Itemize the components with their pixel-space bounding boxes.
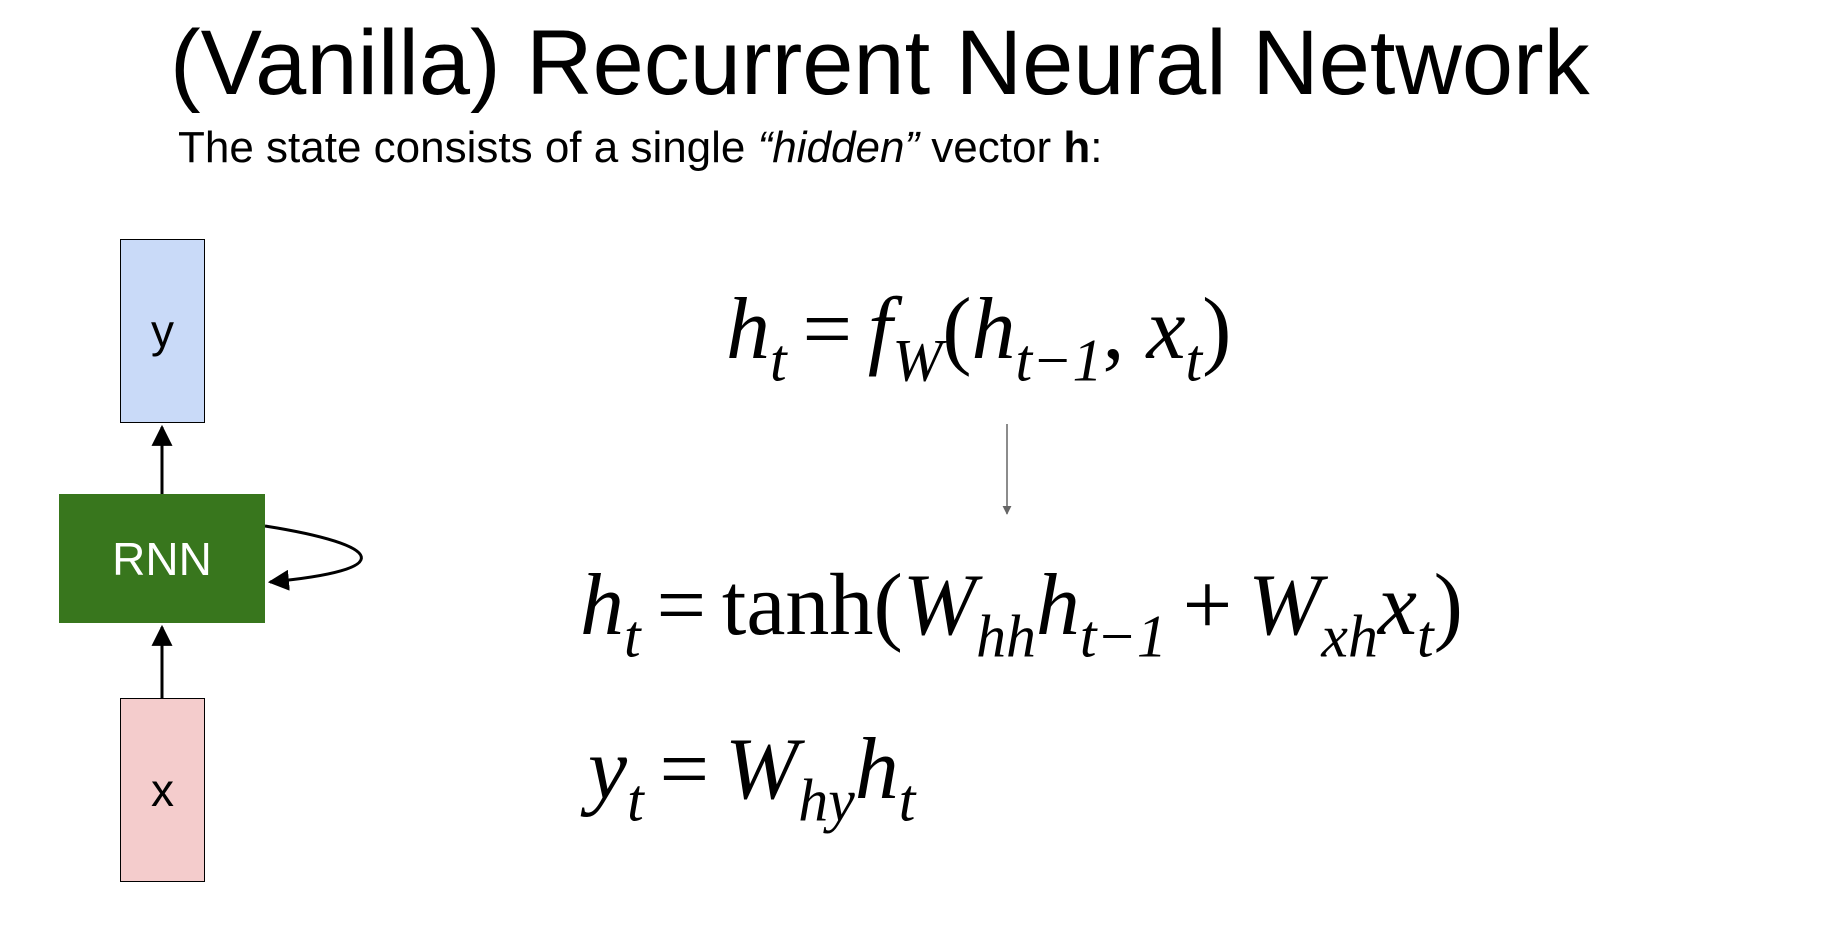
eq2-lhs: h bbox=[580, 557, 624, 654]
eq2-x-sub: t bbox=[1416, 603, 1434, 670]
eq1-open: ( bbox=[942, 281, 972, 378]
input-box-x: x bbox=[120, 698, 205, 882]
subtitle-bold: h bbox=[1063, 123, 1091, 172]
eq2-w2: W bbox=[1248, 557, 1322, 654]
slide-title: (Vanilla) Recurrent Neural Network bbox=[170, 12, 1590, 114]
eq1-close: ) bbox=[1202, 281, 1232, 378]
eq1-x: x bbox=[1146, 281, 1186, 378]
eq3-w: W bbox=[724, 721, 799, 818]
eq2-equals: = bbox=[656, 557, 707, 654]
eq3-h: h bbox=[854, 721, 899, 818]
eq2-w1: W bbox=[902, 557, 977, 654]
subtitle-middle: vector bbox=[919, 123, 1064, 172]
eq1-lhs-sub: t bbox=[770, 327, 787, 394]
eq2-tanh: tanh bbox=[721, 557, 874, 654]
output-box-y: y bbox=[120, 239, 205, 423]
rnn-label: RNN bbox=[112, 532, 212, 585]
eq1-equals: = bbox=[802, 281, 853, 378]
eq1-h: h bbox=[971, 281, 1016, 378]
eq3-h-sub: t bbox=[898, 767, 916, 834]
eq1-comma: , bbox=[1102, 281, 1147, 378]
subtitle-suffix: : bbox=[1090, 123, 1103, 172]
equation-output: yt=Whyht bbox=[588, 720, 915, 831]
eq1-x-sub: t bbox=[1185, 327, 1203, 394]
eq1-f-sub: W bbox=[892, 327, 943, 394]
recurrent-loop-arrow bbox=[264, 524, 363, 591]
eq2-plus: + bbox=[1182, 557, 1233, 654]
equation-hidden-update: ht=tanh(Whhht−1+Wxhxt) bbox=[580, 556, 1463, 667]
rnn-cell-box: RNN bbox=[59, 494, 265, 623]
eq2-w2-sub: xh bbox=[1321, 603, 1378, 670]
eq2-h: h bbox=[1035, 557, 1080, 654]
eq3-w-sub: hy bbox=[798, 767, 855, 834]
eq2-lhs-sub: t bbox=[624, 603, 641, 670]
eq3-lhs-sub: t bbox=[627, 767, 644, 834]
equation-recurrence: ht=fW(ht−1, xt) bbox=[726, 280, 1232, 391]
eq1-lhs: h bbox=[726, 281, 770, 378]
subtitle-emphasis: “hidden” bbox=[757, 123, 920, 172]
eq2-x: x bbox=[1377, 557, 1417, 654]
eq2-w1-sub: hh bbox=[976, 603, 1036, 670]
input-label: x bbox=[151, 764, 174, 816]
eq2-h-sub: t−1 bbox=[1079, 603, 1167, 670]
eq2-open: ( bbox=[873, 557, 903, 654]
eq3-equals: = bbox=[659, 721, 710, 818]
output-label: y bbox=[151, 305, 174, 357]
eq2-close: ) bbox=[1433, 557, 1463, 654]
eq1-h-sub: t−1 bbox=[1015, 327, 1103, 394]
slide-subtitle: The state consists of a single “hidden” … bbox=[178, 120, 1102, 176]
eq1-f: f bbox=[867, 281, 893, 378]
eq3-lhs: y bbox=[588, 721, 628, 818]
subtitle-prefix: The state consists of a single bbox=[178, 123, 758, 172]
